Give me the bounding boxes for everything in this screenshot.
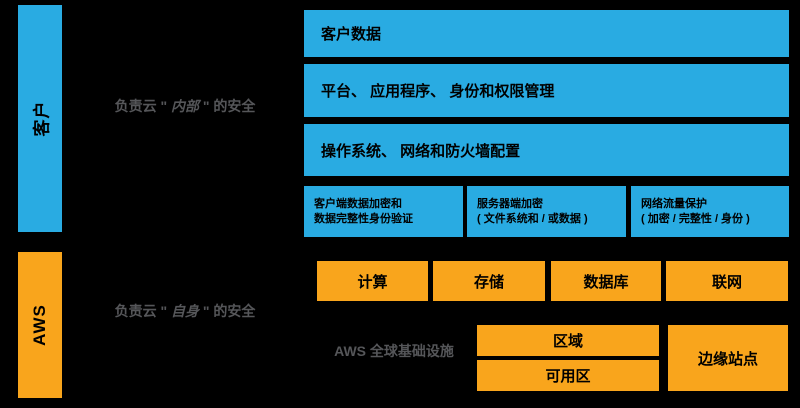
aws-side-bar: AWS (18, 252, 62, 398)
layer-platform-apps-iam-label: 平台、 应用程序、 身份和权限管理 (321, 83, 555, 100)
service-networking-label: 联网 (711, 273, 742, 291)
availability-zone-label: 可用区 (545, 368, 591, 385)
infrastructure-box-region: 区域 (477, 325, 659, 356)
infrastructure-box-edge-location: 边缘站点 (668, 325, 788, 391)
security-box-network-traffic-line1: 网络流量保护 (641, 197, 707, 210)
service-box-database: 数据库 (551, 261, 661, 301)
service-box-compute: 计算 (317, 261, 428, 301)
infrastructure-box-availability-zone: 可用区 (477, 360, 659, 391)
global-infrastructure-label-text: AWS 全球基础设施 (334, 343, 454, 359)
security-box-server-encryption-line1: 服务器端加密 (477, 197, 543, 210)
layer-os-network-firewall: 操作系统、 网络和防火墙配置 (304, 124, 789, 176)
security-box-network-traffic-line2: ( 加密 / 完整性 / 身份 ) (641, 212, 750, 225)
global-infrastructure-label: AWS 全球基础设施 (324, 341, 464, 361)
layer-customer-data: 客户数据 (304, 10, 789, 57)
aws-responsibility-emphasis: 自身 (171, 303, 199, 319)
aws-responsibility-suffix: " 的安全 (199, 303, 256, 319)
customer-responsibility-emphasis: 内部 (171, 98, 199, 114)
customer-side-bar: 客户 (18, 5, 62, 232)
security-box-server-encryption: 服务器端加密 ( 文件系统和 / 或数据 ) (467, 186, 626, 237)
service-storage-label: 存储 (473, 273, 504, 291)
layer-platform-apps-iam: 平台、 应用程序、 身份和权限管理 (304, 64, 789, 117)
layer-customer-data-label: 客户数据 (321, 26, 382, 43)
edge-location-label: 边缘站点 (697, 350, 758, 368)
layer-os-network-firewall-label: 操作系统、 网络和防火墙配置 (321, 142, 521, 160)
service-compute-label: 计算 (357, 273, 388, 291)
security-box-client-encryption-line2: 数据完整性身份验证 (314, 212, 413, 225)
aws-responsibility-prefix: 负责云 " (114, 303, 171, 319)
service-box-storage: 存储 (433, 261, 545, 301)
security-box-server-encryption-line2: ( 文件系统和 / 或数据 ) (477, 212, 588, 225)
aws-responsibility-label: 负责云 " 自身 " 的安全 (75, 301, 295, 321)
service-box-networking: 联网 (666, 261, 788, 301)
customer-responsibility-label: 负责云 " 内部 " 的安全 (75, 96, 295, 116)
aws-side-label: AWS (29, 304, 49, 346)
security-box-client-encryption: 客户端数据加密和 数据完整性身份验证 (304, 186, 463, 237)
customer-responsibility-prefix: 负责云 " (114, 98, 171, 114)
customer-side-label: 客户 (32, 100, 52, 137)
service-database-label: 数据库 (583, 273, 629, 291)
security-box-network-traffic: 网络流量保护 ( 加密 / 完整性 / 身份 ) (631, 186, 789, 237)
region-label: 区域 (552, 333, 583, 350)
customer-responsibility-suffix: " 的安全 (199, 98, 256, 114)
security-box-client-encryption-line1: 客户端数据加密和 (314, 197, 402, 210)
